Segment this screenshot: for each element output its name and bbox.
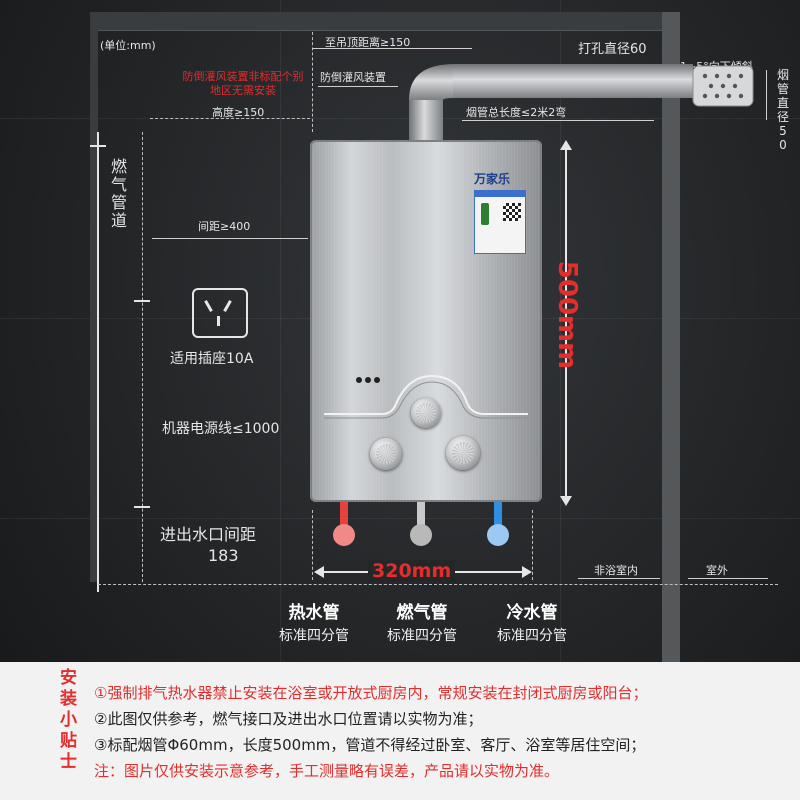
floor-guide [98,584,778,585]
outdoor-line [688,578,768,579]
qr-code-icon [503,203,521,221]
gas-pipe-label: 燃气管道 [110,157,127,230]
outlet-name: 燃气管 [396,603,448,623]
control-panel [324,374,528,419]
gas-pipeline-guide [142,132,143,582]
width-guide-left [312,510,313,580]
outdoor-label: 室外 [706,564,728,577]
fire-knob[interactable] [370,438,402,470]
power-cord-label: 机器电源线≤1000 [162,421,280,437]
tip-item: ③标配烟管Φ60mm，长度500mm，管道不得经过卧室、客厅、浴室等居住空间； [94,736,646,754]
socket-label: 适用插座10A [170,351,254,367]
socket-icon [192,288,248,338]
tips-title: 安装小贴士 [60,668,77,772]
height-500-label: 500mm [552,260,582,370]
indicator-dot [365,377,371,383]
outlet-spec: 标准四分管 [279,628,349,644]
flue-pipe [409,64,754,142]
gas-pipeline-line [97,132,99,592]
width-guide-right [532,510,533,580]
indicator-dot [356,377,362,383]
outlet-name: 热水管 [288,603,340,623]
inlet-outlet-spacing-label: 进出水口间距 [160,525,257,544]
spacing-label: 间距≥400 [198,220,251,233]
water-heater [310,140,542,502]
hot-water-pipe [340,502,348,526]
hole-diameter-label: 打孔直径60 [578,42,647,57]
arrow-left-icon [314,566,324,578]
tick [90,145,106,147]
spacing-line [152,238,308,239]
installation-tips-panel [0,662,800,800]
height-label: 高度≥150 [212,106,265,119]
ceiling-band [90,12,670,31]
flue-length-line [462,120,654,121]
tick [134,300,150,302]
antiwind-note: 防倒灌风装置非标配个别地区无需安装 [182,70,304,97]
hot-water-icon [333,524,355,546]
cold-water-outlet: 冷水管 标准四分管 [482,598,582,645]
arrow-up-icon [560,140,572,150]
inlet-outlet-spacing-value: 183 [208,546,239,565]
antiwind-pointer [318,86,398,87]
flue-length-label: 烟管总长度≤2米2弯 [466,106,567,119]
arrow-down-icon [560,496,572,506]
width-320-label: 320mm [368,560,456,582]
tip-note: 注：图片仅供安装示意参考，手工测量略有误差，产品请以实物为准。 [94,762,560,780]
tip-item: ①强制排气热水器禁止安装在浴室或开放式厨房内，常规安装在封闭式厨房或阳台； [94,684,648,702]
clearance-guide [312,32,313,132]
cold-water-pipe [494,502,502,526]
outlet-spec: 标准四分管 [387,628,457,644]
gas-icon [410,524,432,546]
non-bathroom-line [578,578,660,579]
clearance-line [312,48,472,49]
tip-item: ②此图仅供参考，燃气接口及进出水口位置请以实物为准； [94,710,483,728]
flue-diameter-label: 烟管直径50 [776,68,789,152]
outer-wall [662,12,680,662]
water-temp-knob[interactable] [446,436,480,470]
gas-outlet: 燃气管 标准四分管 [372,598,472,645]
unit-note: (单位:mm) [100,39,156,52]
height-guide [150,118,310,119]
cold-water-icon [487,524,509,546]
power-knob[interactable] [411,398,441,428]
non-bathroom-label: 非浴室内 [594,564,638,577]
brand-logo: 万家乐 [474,172,511,186]
flue-diameter-line [766,70,767,120]
outlet-spec: 标准四分管 [497,628,567,644]
gas-pipe [417,502,425,526]
energy-label [474,190,526,254]
height-dimension-line [565,142,567,500]
antiwind-device-label: 防倒灌风装置 [320,71,386,84]
left-wall [90,12,98,582]
hot-water-outlet: 热水管 标准四分管 [264,598,364,645]
top-clearance-label: 至吊顶距离≥150 [325,36,411,49]
arrow-right-icon [522,566,532,578]
tick [134,506,150,508]
outlet-name: 冷水管 [506,603,558,623]
bottle-icon [481,203,489,225]
indicator-dot [374,377,380,383]
